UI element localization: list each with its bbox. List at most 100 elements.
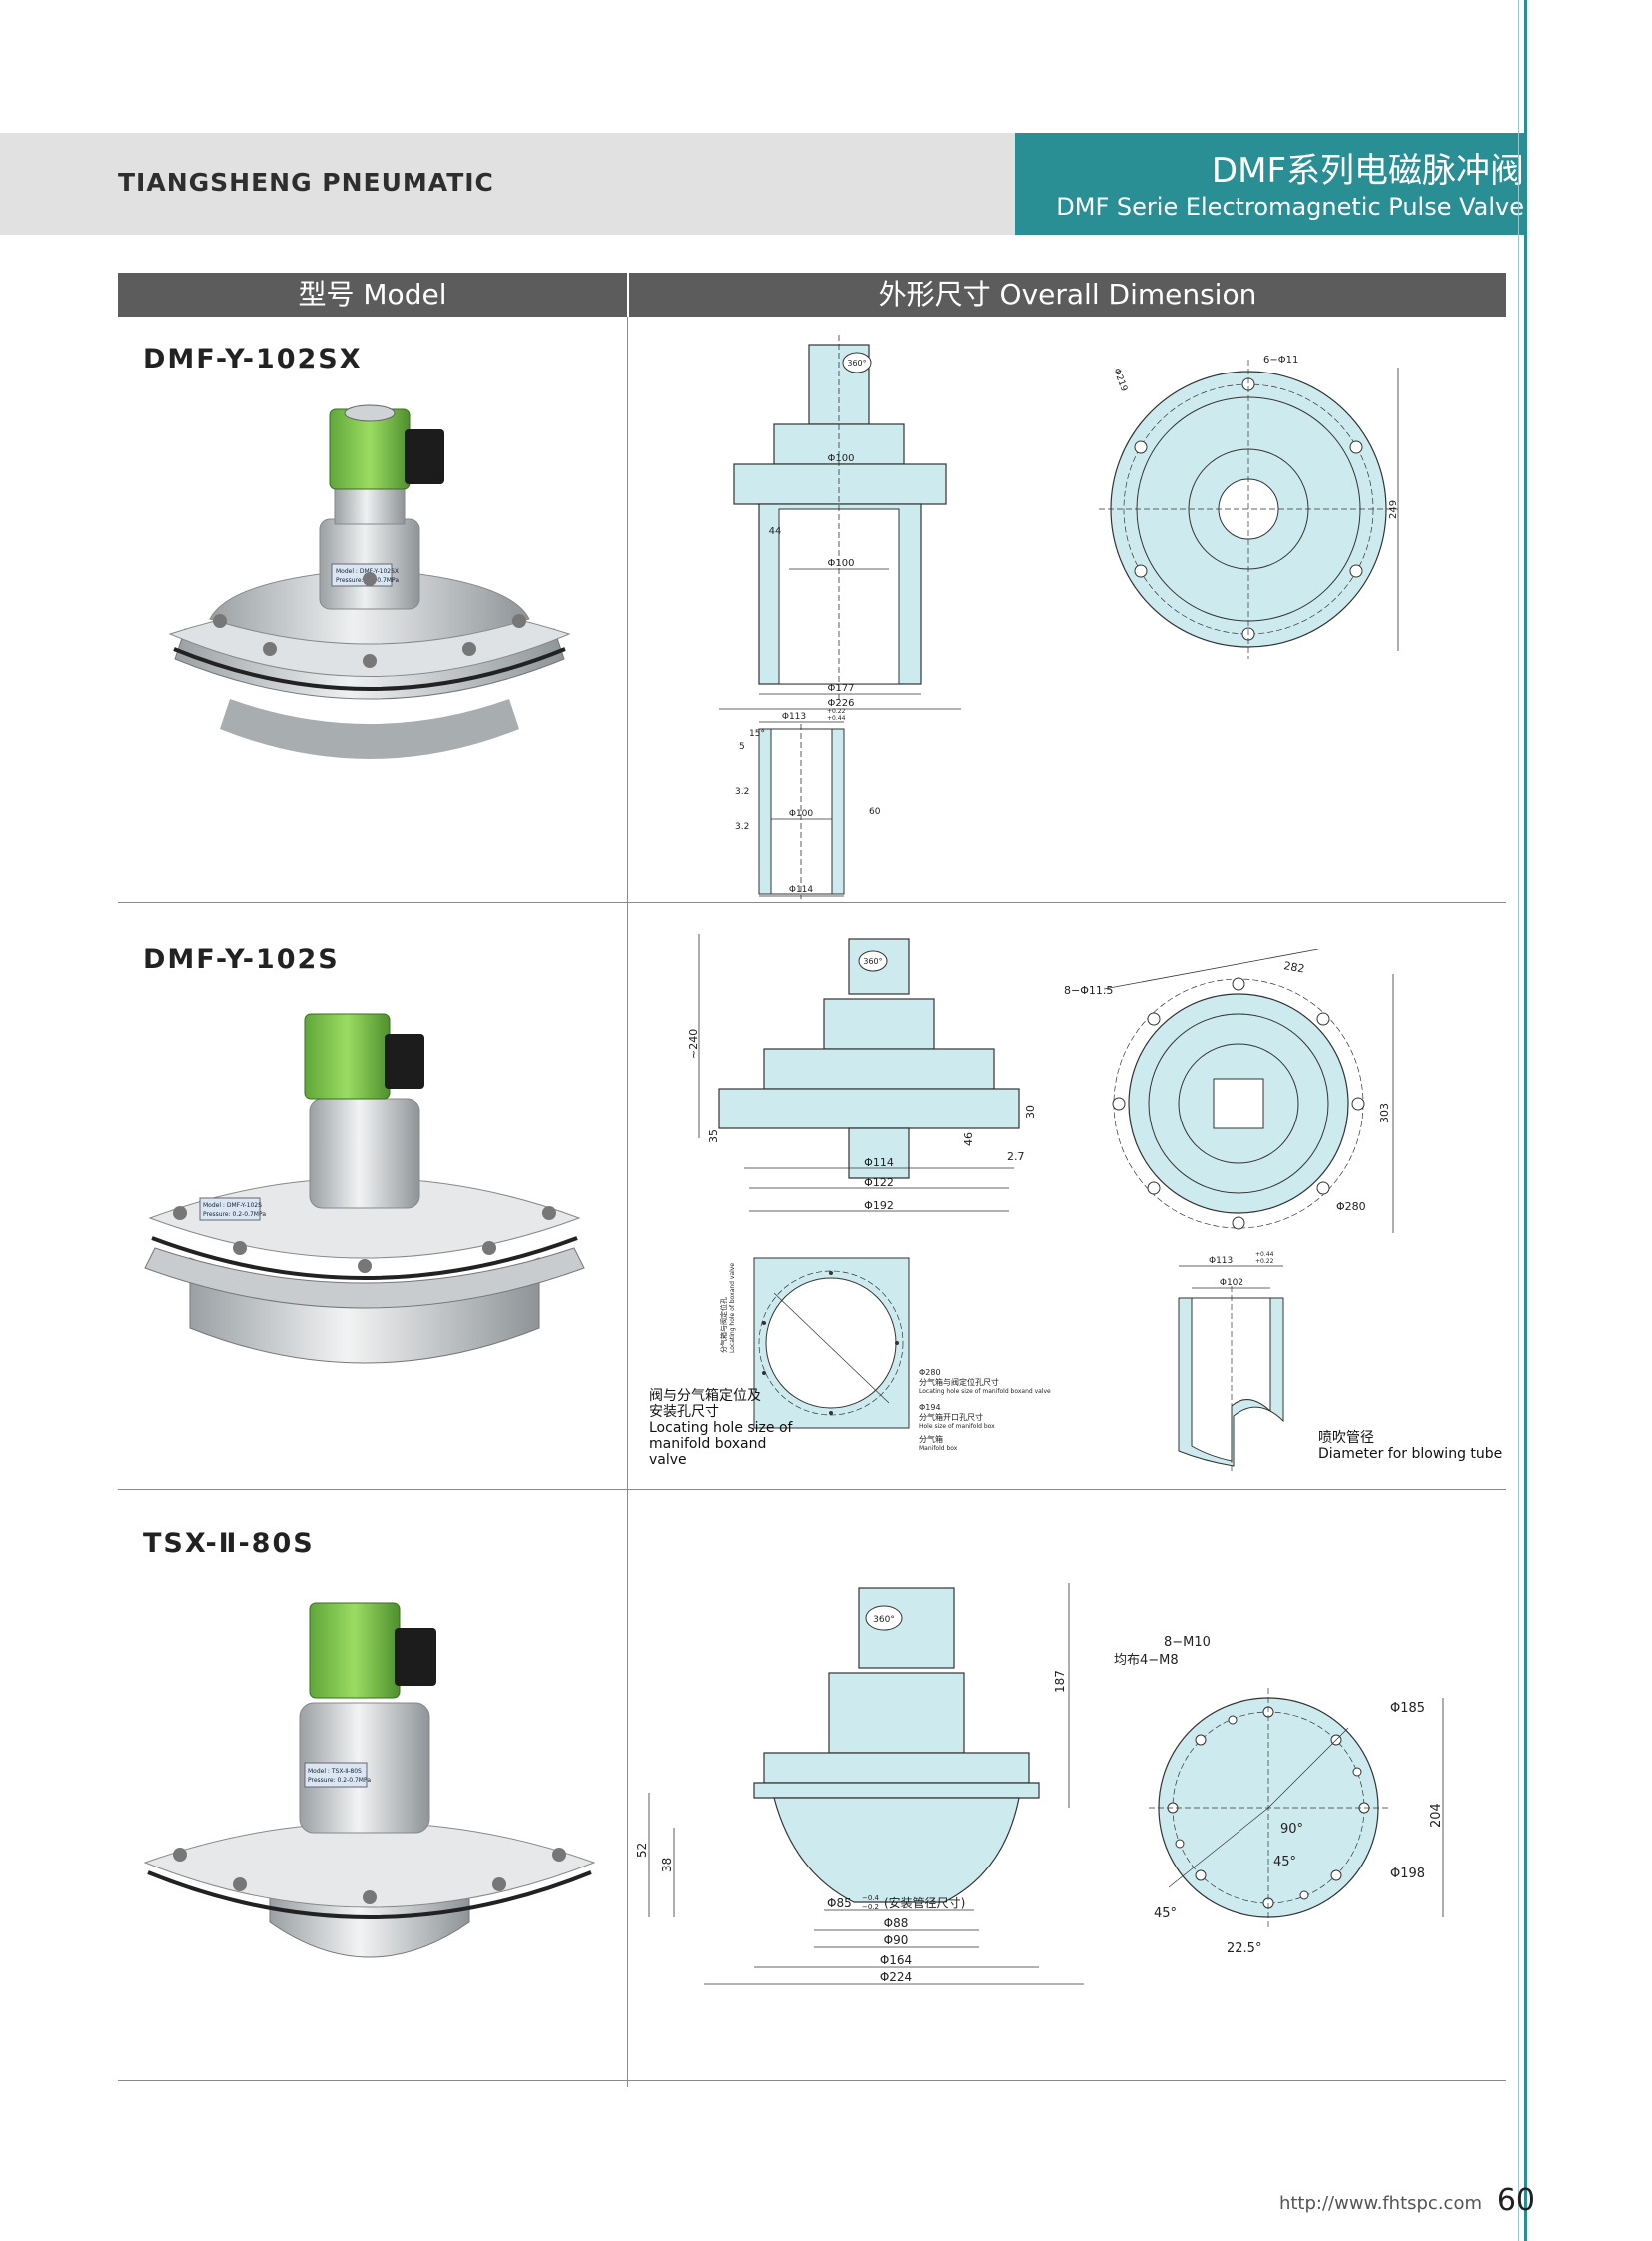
dim-holes: 6−Φ11 (1263, 355, 1298, 366)
dim-h46: 46 (962, 1132, 975, 1146)
model-name: DMF-Y-102S (143, 944, 340, 975)
mf-a-en: Locating hole size of manifold boxand va… (919, 1388, 1051, 1395)
side-rail (1524, 0, 1527, 2241)
table-header: 型号 Model 外形尺寸 Overall Dimension (118, 273, 1506, 317)
label-plate-model: Model : TSX-Ⅱ-80S (308, 1768, 362, 1775)
row-divider (118, 902, 1506, 903)
dim-phi114: Φ114 (864, 1156, 894, 1169)
mf-a-cn: 分气箱与阀定位孔尺寸 (919, 1377, 999, 1387)
dim-d5: 5 (739, 742, 745, 752)
header-band (0, 133, 1015, 235)
dim-phi224: Φ224 (880, 1970, 912, 1984)
model-name: TSX-Ⅱ-80S (143, 1528, 315, 1559)
dim-top-angle: 360° (873, 1615, 895, 1625)
dim-tol-dn: +0.44 (827, 715, 846, 722)
manifold-note-cn-2: 安装孔尺寸 (649, 1404, 719, 1420)
dim-a45in: 45° (1273, 1855, 1296, 1869)
model-name: DMF-Y-102SX (143, 344, 363, 374)
dim-m8: 均布4−M8 (1114, 1653, 1179, 1668)
brand-name: TIANGSHENG PNEUMATIC (118, 168, 494, 197)
bt-tol-up: +0.44 (1255, 1251, 1274, 1258)
dim-h35: 35 (707, 1129, 720, 1143)
dim-deg15: 15° (749, 729, 765, 739)
product-photo-dmf-y-102s: Model : DMF-Y-102S Pressure: 0.2-0.7MPa (144, 1013, 585, 1364)
dim-phi164: Φ164 (880, 1953, 912, 1967)
dim-phi114: Φ114 (789, 885, 814, 895)
page-title-en: DMF Serie Electromagnetic Pulse Valve (1056, 193, 1524, 221)
row-divider (118, 1489, 1506, 1490)
footer-url[interactable]: http://www.fhtspc.com (1278, 2193, 1482, 2214)
side-rail-thin (1518, 0, 1519, 2241)
mf-side-en: Locating hole of boxand valve (729, 1263, 736, 1353)
manifold-note-en-1: Locating hole size of (649, 1420, 793, 1436)
mf-side-cn: 分气箱与阀定位孔 (719, 1297, 728, 1353)
label-plate-model: Model : DMF-Y-102S (203, 1202, 262, 1209)
dim-h60: 60 (869, 807, 881, 817)
page-title-cn: DMF系列电磁脉冲阀 (1211, 151, 1524, 191)
manifold-note-en-3: valve (649, 1452, 687, 1468)
label-plate-model: Model : DMF-Y-102SX (336, 568, 399, 575)
dim-d32b: 3.2 (735, 822, 749, 832)
blowing-tube-note-en: Diameter for blowing tube (1318, 1446, 1503, 1462)
title-box (1015, 133, 1524, 235)
dim-d27: 2.7 (1007, 1150, 1025, 1163)
drawing-102s-plan: 8−Φ11.5 282 303 Φ280 (1064, 949, 1394, 1233)
dim-phi219: Φ219 (1111, 368, 1129, 393)
dim-a90: 90° (1280, 1822, 1303, 1837)
mf-c-cn: 分气箱 (919, 1434, 943, 1444)
dim-phi280: Φ280 (1336, 1200, 1366, 1213)
dim-tol-up: −0.4 (862, 1894, 880, 1902)
dim-d282: 282 (1282, 959, 1305, 975)
dim-phi90: Φ90 (884, 1933, 909, 1947)
dim-phi85-note: (安装管径尺寸) (884, 1895, 965, 1910)
mf-b-cn: 分气箱开口孔尺寸 (919, 1412, 983, 1422)
dim-phi100-bore: Φ100 (828, 558, 855, 569)
dim-phi226: Φ226 (828, 698, 855, 709)
page-number: 60 (1496, 2183, 1535, 2218)
dim-phi192: Φ192 (864, 1199, 894, 1212)
dim-a45out: 45° (1154, 1906, 1177, 1921)
product-photo-dmf-y-102sx: Model : DMF-Y-102SX Pressure: 0.2-0.7MPa (168, 404, 571, 759)
dim-top-angle: 360° (847, 359, 866, 368)
column-divider (627, 273, 629, 317)
dim-phi100-top: Φ100 (828, 453, 855, 464)
drawing-102s-section: 360° ~240 35 46 30 2.7 Φ114 Φ122 Φ192 (689, 934, 1037, 1212)
dim-phi88: Φ88 (884, 1916, 909, 1930)
row-divider (118, 2080, 1506, 2081)
bt-phi113: Φ113 (1209, 1256, 1233, 1266)
bt-phi102: Φ102 (1220, 1278, 1243, 1288)
dim-h52: 52 (635, 1843, 649, 1858)
dim-phi198: Φ198 (1390, 1867, 1425, 1881)
column-model-header: 型号 Model (298, 278, 447, 311)
label-plate-pressure: Pressure: 0.2-0.7MPa (308, 1777, 371, 1784)
label-plate-pressure: Pressure: 0.2-0.7MPa (203, 1211, 266, 1218)
dim-h204: 204 (1429, 1803, 1444, 1828)
product-photo-tsx-ii-80s: Model : TSX-Ⅱ-80S Pressure: 0.2-0.7MPa (143, 1602, 596, 1958)
dim-phi177: Φ177 (828, 683, 855, 694)
dim-phi85: Φ85 (827, 1896, 852, 1910)
manifold-note: 阀与分气箱定位及 安装孔尺寸 Locating hole size of man… (649, 1388, 792, 1468)
dim-h30: 30 (1024, 1105, 1037, 1119)
blowing-tube-note-cn: 喷吹管径 (1318, 1430, 1374, 1446)
drawing-tsx-section: 360° 187 52 38 Φ85 −0.4 −0.2 (安装管径尺寸) Φ8… (635, 1583, 1084, 1985)
mf-c-en: Manifold box (919, 1445, 958, 1452)
dim-phi100-tube: Φ100 (789, 809, 814, 819)
dim-h240: ~240 (689, 1029, 700, 1059)
dim-d32a: 3.2 (735, 787, 749, 797)
dim-holes: 8−Φ11.5 (1064, 984, 1113, 997)
dim-phi122: Φ122 (864, 1176, 894, 1189)
drawing-102sx-plan: Φ219 6−Φ11 249 (1099, 355, 1399, 659)
dim-h44: 44 (769, 526, 782, 537)
drawing-102s-blowing-tube: Φ113 +0.44 +0.22 Φ102 (1178, 1251, 1284, 1471)
drawing-102s-manifold-holes: 分气箱与阀定位孔 Locating hole of boxand valve Φ… (719, 1257, 1051, 1452)
column-dimension-header: 外形尺寸 Overall Dimension (878, 278, 1257, 311)
dim-phi185: Φ185 (1390, 1701, 1425, 1716)
dim-tol-up: +0.22 (827, 708, 846, 715)
dim-a225: 22.5° (1227, 1941, 1261, 1956)
blowing-tube-note: 喷吹管径 Diameter for blowing tube (1318, 1430, 1502, 1462)
mf-phi280: Φ280 (919, 1368, 941, 1377)
manifold-note-en-2: manifold boxand (649, 1436, 767, 1452)
dim-h249: 249 (1388, 500, 1399, 519)
dim-m10: 8−M10 (1164, 1635, 1211, 1650)
table-column-divider (627, 317, 628, 2087)
